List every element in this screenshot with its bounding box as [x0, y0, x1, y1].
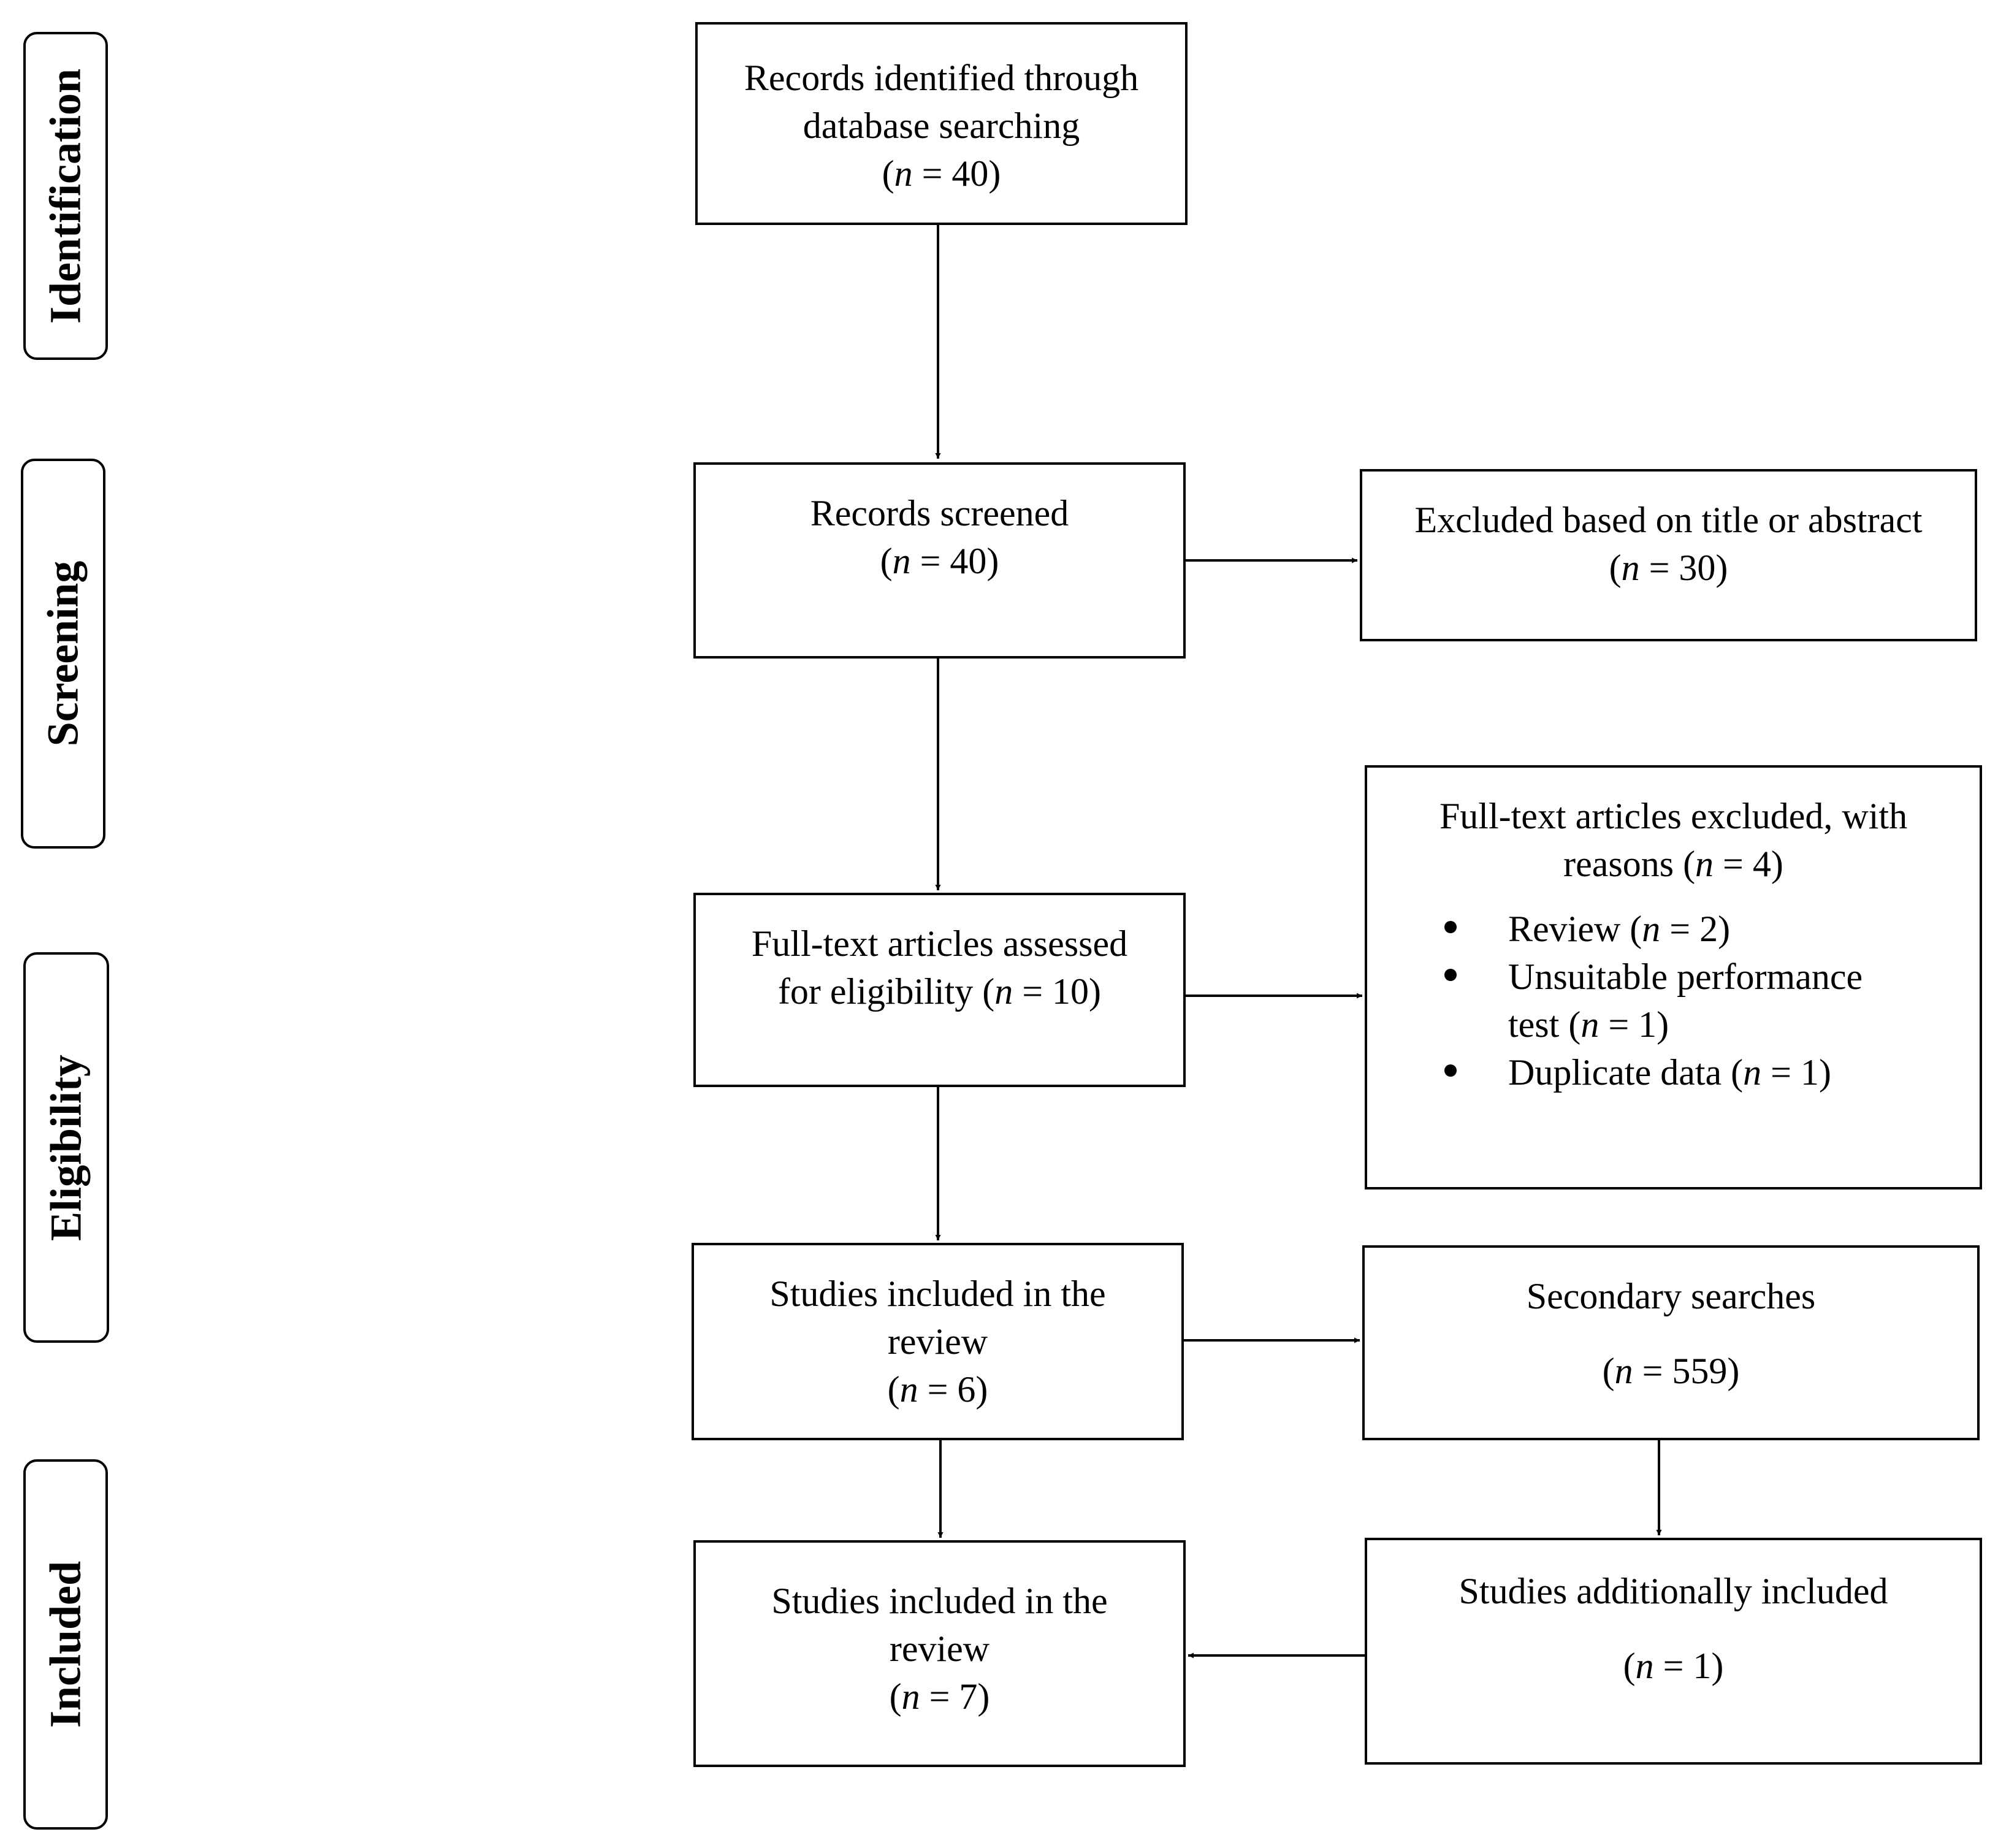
fulltext-excluded-count: reasons (n = 4) — [1563, 844, 1783, 884]
records-screened-line1: Records screened — [810, 493, 1069, 533]
exclusion-reason-review: Review (n = 2) — [1367, 905, 1980, 953]
studies-included-2-count: (n = 7) — [889, 1676, 990, 1717]
phase-screening: Screening — [21, 459, 105, 849]
phase-included: Included — [23, 1459, 108, 1830]
secondary-searches-box: Secondary searches (n = 559) — [1362, 1245, 1980, 1440]
studies-included-review-box-2: Studies included in the review (n = 7) — [693, 1540, 1186, 1767]
studies-included-1-line2: review — [887, 1321, 988, 1362]
exclusion-reasons-list: Review (n = 2) Unsuitable performance te… — [1367, 905, 1980, 1096]
fulltext-excluded-line1: Full-text articles excluded, with — [1439, 796, 1908, 836]
exclusion-reason-unsuitable-test: Unsuitable performance test (n = 1) — [1367, 953, 1980, 1048]
phase-eligibility: Eligibility — [23, 952, 109, 1343]
bullet-icon — [1444, 1064, 1457, 1077]
records-identified-count: (n = 40) — [882, 153, 1001, 194]
bullet-icon — [1444, 969, 1457, 981]
studies-included-review-box-1: Studies included in the review (n = 6) — [692, 1243, 1184, 1440]
exclusion-reason-duplicate-data: Duplicate data (n = 1) — [1367, 1048, 1980, 1096]
records-identified-line2: database searching — [803, 105, 1080, 146]
records-screened-count: (n = 40) — [880, 541, 999, 581]
secondary-searches-line1: Secondary searches — [1526, 1276, 1816, 1316]
studies-additionally-line1: Studies additionally included — [1458, 1571, 1888, 1611]
records-identified-line1: Records identified through — [744, 58, 1139, 98]
studies-additionally-included-box: Studies additionally included (n = 1) — [1365, 1538, 1982, 1765]
bullet-icon — [1444, 921, 1457, 933]
secondary-searches-count: (n = 559) — [1602, 1351, 1740, 1391]
studies-included-2-line1: Studies included in the — [771, 1581, 1108, 1621]
fulltext-assessed-count: for eligibility (n = 10) — [777, 971, 1102, 1012]
studies-included-2-line2: review — [889, 1628, 990, 1669]
records-screened-box: Records screened (n = 40) — [693, 462, 1186, 659]
phase-identification: Identification — [23, 32, 108, 360]
fulltext-assessed-box: Full-text articles assessed for eligibil… — [693, 893, 1186, 1087]
excluded-title-abstract-line1: Excluded based on title or abstract — [1414, 500, 1923, 540]
studies-additionally-count: (n = 1) — [1623, 1646, 1724, 1686]
fulltext-assessed-line1: Full-text articles assessed — [751, 923, 1128, 964]
fulltext-excluded-box: Full-text articles excluded, with reason… — [1365, 765, 1982, 1189]
studies-included-1-count: (n = 6) — [887, 1369, 988, 1410]
studies-included-1-line1: Studies included in the — [769, 1273, 1106, 1314]
excluded-title-abstract-count: (n = 30) — [1609, 548, 1728, 588]
records-identified-box: Records identified through database sear… — [695, 22, 1188, 225]
excluded-title-abstract-box: Excluded based on title or abstract (n =… — [1360, 469, 1977, 641]
